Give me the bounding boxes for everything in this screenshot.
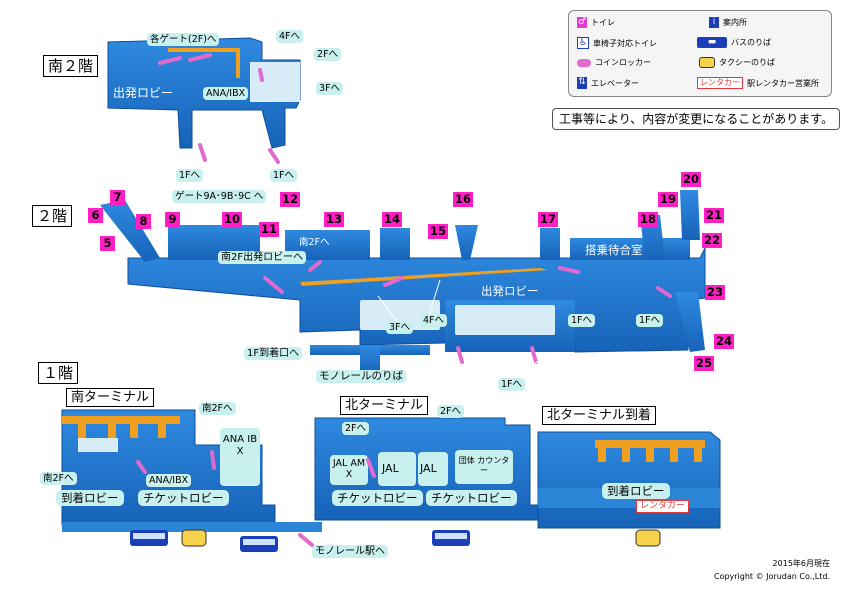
coin-locker-icon	[577, 58, 591, 67]
tag-to-1f-s2-b[interactable]: 1Fへ	[270, 169, 298, 182]
gate-13[interactable]: 13	[324, 212, 344, 227]
gate-15[interactable]: 15	[428, 224, 448, 239]
floor-label-1f: １階	[38, 362, 79, 384]
tag-to-1f-s2-a[interactable]: 1Fへ	[176, 169, 204, 182]
1f-south-terminal-floor	[61, 409, 322, 532]
tag-to-gates[interactable]: 各ゲート(2F)へ	[147, 33, 220, 46]
escalators	[136, 53, 672, 547]
tag-2f-to-4f[interactable]: 4Fへ	[420, 314, 448, 327]
label-jal-counter-2: JAL	[420, 462, 437, 475]
baggage-carousels	[62, 416, 705, 462]
tag-south-to-2f[interactable]: 南2Fへ	[199, 402, 236, 415]
gate-20[interactable]: 20	[681, 172, 701, 187]
tag-2f-to-1f-c[interactable]: 1Fへ	[498, 378, 526, 391]
bus-icon: ▬	[697, 37, 727, 48]
tag-south2f-departure-lobby[interactable]: 南2F出発ロビーへ	[218, 251, 307, 264]
gate-22[interactable]: 22	[702, 233, 722, 248]
gate-19[interactable]: 19	[658, 192, 678, 207]
tag-south-to-south2f[interactable]: 南2Fへ	[40, 472, 77, 485]
label-north-arrival-lobby: 到着ロビー	[602, 483, 670, 499]
elevator-icon: ⇅	[577, 77, 587, 89]
2f-concourse-floor	[100, 190, 706, 375]
area-label-north-arrival: 北ターミナル到着	[542, 406, 657, 425]
leader-lines	[237, 279, 541, 381]
legend-info: i 案内所	[709, 17, 747, 28]
map-legend: ♂ トイレ i 案内所 ♿ 車椅子対応トイレ ▬ バスのりば コインロッカー タ…	[568, 10, 832, 97]
gate-6[interactable]: 6	[88, 208, 103, 223]
label-north-ticket-lobby-1: チケットロビー	[332, 490, 423, 506]
legend-wheelchair-restroom: ♿ 車椅子対応トイレ	[577, 37, 657, 49]
label-jal-amx-counter: JAL AMX	[332, 458, 366, 480]
gate-16[interactable]: 16	[453, 192, 473, 207]
tag-to-4f[interactable]: 4Fへ	[276, 30, 304, 43]
legend-elevator: ⇅ エレベーター	[577, 77, 639, 89]
label-north-ticket-lobby-2: チケットロビー	[426, 490, 517, 506]
tag-north-to-2f-a[interactable]: 2Fへ	[342, 422, 370, 435]
floor-label-south-2f: 南２階	[43, 55, 99, 77]
tag-2f-to-1f-a[interactable]: 1Fへ	[568, 314, 596, 327]
gate-25[interactable]: 25	[694, 356, 714, 371]
label-boarding-lounge: 搭乗待合室	[585, 243, 643, 257]
gate-5[interactable]: 5	[100, 236, 115, 251]
gate-23[interactable]: 23	[705, 285, 725, 300]
footer-date: 2015年6月現在	[772, 559, 830, 568]
legend-coin-locker: コインロッカー	[577, 57, 651, 68]
construction-notice: 工事等により、内容が変更になることがあります。	[552, 108, 841, 130]
wheelchair-restroom-icon: ♿	[577, 37, 589, 49]
gate-18[interactable]: 18	[638, 212, 658, 227]
legend-bus: ▬ バスのりば	[697, 37, 771, 48]
tag-to-3f[interactable]: 3Fへ	[316, 82, 344, 95]
rental-car-office[interactable]: レンタカー	[636, 500, 690, 513]
legend-taxi: タクシーのりば	[699, 57, 775, 68]
gate-11[interactable]: 11	[259, 222, 279, 237]
area-label-south-terminal: 南ターミナル	[66, 388, 155, 407]
label-south-arrival-lobby: 到着ロビー	[56, 490, 124, 506]
label-south2-departure-lobby: 出発ロビー	[113, 86, 174, 100]
tag-2f-to-3f[interactable]: 3Fへ	[386, 321, 414, 334]
tag-to-gate9[interactable]: ゲート9A･9B･9C へ	[172, 190, 267, 203]
label-2f-departure-lobby: 出発ロビー	[481, 284, 539, 298]
label-ana-ibx-counter: ANA IBX	[222, 434, 258, 457]
gate-9[interactable]: 9	[165, 212, 180, 227]
area-label-north-terminal: 北ターミナル	[340, 396, 429, 415]
taxi-icons	[181, 529, 661, 547]
gate-21[interactable]: 21	[704, 208, 724, 223]
restroom-icon: ♂	[577, 17, 587, 28]
info-icon: i	[709, 17, 719, 28]
gate-8[interactable]: 8	[136, 214, 151, 229]
tag-monorail-platform[interactable]: モノレールのりば	[316, 370, 406, 383]
bus-icons	[130, 530, 470, 552]
tag-to-1f-arrival-gate[interactable]: 1F到着口へ	[244, 347, 303, 360]
label-group-counter: 団体 カウンター	[458, 456, 510, 475]
label-south-ticket-lobby: チケットロビー	[138, 490, 229, 506]
gate-24[interactable]: 24	[714, 334, 734, 349]
tag-north-to-2f-b[interactable]: 2Fへ	[437, 405, 465, 418]
taxi-icon	[699, 57, 715, 68]
gate-12[interactable]: 12	[280, 192, 300, 207]
tag-to-monorail-station[interactable]: モノレール駅へ	[312, 545, 388, 558]
tag-2f-to-1f-b[interactable]: 1Fへ	[636, 314, 664, 327]
label-south-ana-ibx: ANA/IBX	[146, 474, 192, 487]
tag-to-south2f[interactable]: 南2Fへ	[299, 237, 330, 248]
gate-7[interactable]: 7	[110, 190, 125, 205]
tag-to-2f[interactable]: 2Fへ	[314, 48, 342, 61]
floor-label-2f: ２階	[32, 205, 73, 227]
legend-rental-car: レンタカー 駅レンタカー営業所	[697, 77, 819, 89]
gate-14[interactable]: 14	[382, 212, 402, 227]
rental-car-icon: レンタカー	[697, 77, 743, 89]
gate-17[interactable]: 17	[538, 212, 558, 227]
footer-copyright: Copyright © Jorudan Co.,Ltd.	[713, 572, 830, 581]
label-jal-counter-1: JAL	[382, 462, 399, 475]
label-south2-ana: ANA/IBX	[203, 87, 249, 100]
legend-restroom: ♂ トイレ	[577, 17, 615, 28]
gate-10[interactable]: 10	[222, 212, 242, 227]
